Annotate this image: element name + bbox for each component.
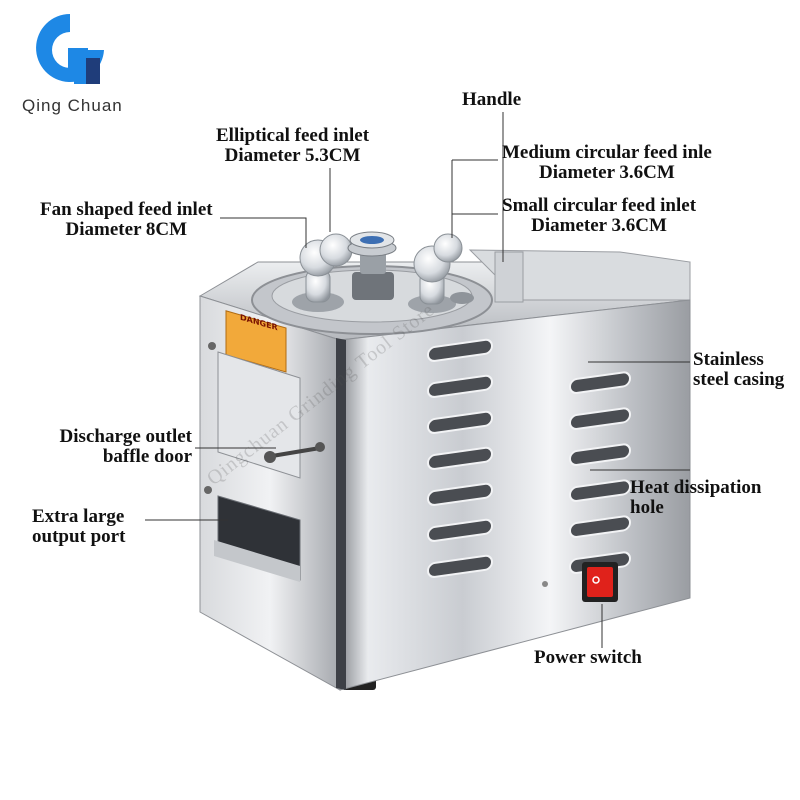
brand-name: Qing Chuan [22, 96, 123, 115]
label-extra-large-output-port: Extra large output port [32, 506, 126, 547]
label-elliptical-feed-inlet: Elliptical feed inlet Diameter 5.3CM [216, 125, 370, 166]
label-fan-shaped-feed-inlet: Fan shaped feed inlet Diameter 8CM [40, 199, 213, 240]
label-small-circular-feed-inlet: Small circular feed inlet Diameter 3.6CM [502, 195, 697, 236]
label-stainless-steel-casing: Stainless steel casing [693, 349, 785, 390]
label-heat-dissipation-hole: Heat dissipation hole [630, 477, 762, 518]
qing-chuan-logo-icon [36, 14, 105, 84]
label-discharge-outlet-baffle-door: Discharge outlet baffle door [59, 426, 192, 467]
label-power-switch: Power switch [534, 647, 642, 668]
label-medium-circular-feed-inlet: Medium circular feed inle Diameter 3.6CM [502, 142, 712, 183]
label-handle: Handle [462, 89, 522, 110]
